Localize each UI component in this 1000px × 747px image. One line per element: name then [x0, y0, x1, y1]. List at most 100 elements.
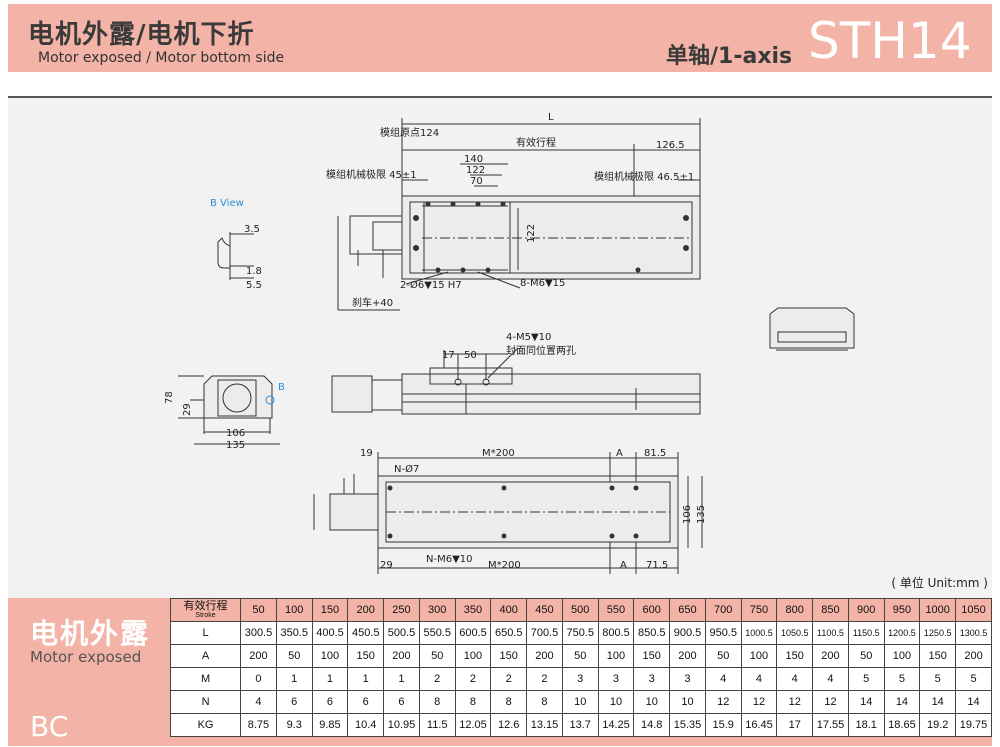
technical-drawing: L 模组原点124 有效行程 126.5 140 122 70 模组机械极限 4… — [164, 112, 855, 574]
stroke-cell: 700 — [704, 598, 742, 622]
table-cell: 650.5 — [490, 621, 528, 645]
row-label: M — [169, 667, 242, 691]
dim-140: 140 — [464, 154, 483, 165]
dim-106: 106 — [226, 428, 245, 439]
table-cell: 14.8 — [633, 713, 671, 737]
stroke-sub: Stroke — [195, 612, 216, 619]
stroke-cell: 900 — [847, 598, 885, 622]
stroke-cell: 450 — [526, 598, 563, 622]
table-cell: 200 — [812, 644, 849, 668]
table-cell: 5 — [955, 667, 992, 691]
dim-135-v: 135 — [696, 505, 707, 524]
row-label: N — [169, 690, 242, 714]
table-cell: 350.5 — [275, 621, 313, 645]
table-cell: 3 — [669, 667, 706, 691]
label-stroke: 有效行程 — [516, 136, 556, 149]
stroke-cell: 850 — [812, 598, 849, 622]
table-cell: 10 — [669, 690, 706, 714]
table-cell: 6 — [347, 690, 385, 714]
table-cell: 16.45 — [740, 713, 778, 737]
stroke-cell: 200 — [347, 598, 385, 622]
technical-drawing-area: L 模组原点124 有效行程 126.5 140 122 70 模组机械极限 4… — [8, 96, 992, 598]
table-cell: 14 — [955, 690, 992, 714]
table-cell: 4 — [704, 667, 742, 691]
spec-title-en: Motor exposed — [30, 648, 142, 666]
stroke-cell: 50 — [240, 598, 277, 622]
table-cell: 5 — [883, 667, 921, 691]
dim-106-v: 106 — [682, 505, 693, 524]
label-n-hole: N-Ø7 — [394, 463, 419, 475]
table-cell: 950.5 — [704, 621, 742, 645]
page-title-en: Motor exposed / Motor bottom side — [38, 50, 285, 66]
table-cell: 12.05 — [454, 713, 492, 737]
dim-50: 50 — [464, 350, 477, 361]
dim-70: 70 — [470, 176, 483, 187]
table-cell: 50 — [561, 644, 599, 668]
table-cell: 10 — [597, 690, 635, 714]
table-cell: 19.2 — [919, 713, 957, 737]
dim-81-5: 81.5 — [644, 448, 666, 459]
table-cell: 800.5 — [597, 621, 635, 645]
dim-78: 78 — [164, 391, 175, 404]
label-hole-h7: 2-Ø6▼15 H7 — [400, 279, 462, 291]
dim-126-5: 126.5 — [656, 140, 685, 151]
table-cell: 200 — [240, 644, 277, 668]
table-cell: 200 — [955, 644, 992, 668]
table-cell: 150 — [776, 644, 814, 668]
dim-19: 19 — [360, 448, 373, 459]
table-cell: 500.5 — [383, 621, 420, 645]
table-cell: 4 — [240, 690, 277, 714]
dim-m200-bottom: M*200 — [488, 560, 521, 571]
table-cell: 8 — [526, 690, 563, 714]
table-cell: 1 — [311, 667, 349, 691]
end-view-small — [769, 307, 855, 351]
table-cell: 2 — [454, 667, 492, 691]
table-cell: 17.55 — [812, 713, 849, 737]
table-cell: 5 — [847, 667, 885, 691]
dim-29: 29 — [182, 403, 193, 416]
table-cell: 200 — [669, 644, 706, 668]
dim-h122: 122 — [526, 224, 537, 243]
stroke-label: 有效行程 — [183, 600, 228, 612]
table-cell: 300.5 — [240, 621, 277, 645]
table-cell: 13.7 — [561, 713, 599, 737]
table-cell: 3 — [597, 667, 635, 691]
b-view — [217, 232, 254, 280]
dim-17: 17 — [442, 350, 455, 361]
dim-5-5: 5.5 — [246, 280, 262, 291]
table-cell: 6 — [311, 690, 349, 714]
label-b-view: B View — [210, 198, 244, 209]
label-limit-right: 模组机械极限 46.5±1 — [594, 170, 694, 183]
stroke-cell: 100 — [275, 598, 313, 622]
stroke-cell: 650 — [669, 598, 706, 622]
table-cell: 10.95 — [383, 713, 420, 737]
table-cell: 10 — [633, 690, 671, 714]
dim-m200-top: M*200 — [482, 448, 515, 459]
table-cell: 100 — [883, 644, 921, 668]
table-cell: 3 — [561, 667, 599, 691]
stroke-cell: 300 — [418, 598, 456, 622]
table-cell: 4 — [740, 667, 778, 691]
table-cell: 8.75 — [240, 713, 277, 737]
stroke-cell: 400 — [490, 598, 528, 622]
page-title-cn: 电机外露/电机下折 — [28, 20, 255, 50]
bottom-view — [313, 452, 703, 574]
table-cell: 200 — [383, 644, 420, 668]
label-brake: 刹车+40 — [352, 296, 393, 309]
row-label: A — [169, 644, 242, 668]
stroke-cell: 800 — [776, 598, 814, 622]
table-cell: 10 — [561, 690, 599, 714]
table-cell: 50 — [275, 644, 313, 668]
table-cell: 100 — [454, 644, 492, 668]
row-label: L — [169, 621, 242, 645]
table-cell: 2 — [490, 667, 528, 691]
table-cell: 12.6 — [490, 713, 528, 737]
table-cell: 1300.5 — [955, 621, 992, 645]
label-m5-note: 封面同位置两孔 — [506, 344, 576, 357]
table-cell: 17 — [776, 713, 814, 737]
table-cell: 6 — [383, 690, 420, 714]
table-cell: 1 — [275, 667, 313, 691]
